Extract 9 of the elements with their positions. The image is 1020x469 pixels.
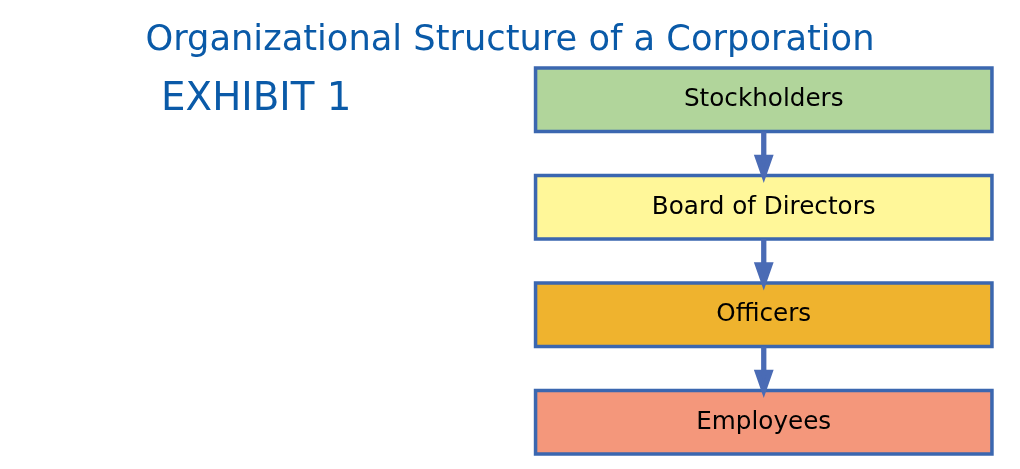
node-box: Stockholders: [533, 66, 994, 134]
node-box: Board of Directors: [533, 173, 994, 241]
node-box: Employees: [533, 388, 994, 456]
label: EXHIBIT 1: [161, 73, 352, 119]
diagram-title: Organizational Structure of a Corporation: [145, 17, 875, 59]
arrow: [753, 346, 774, 399]
node-box: Officers: [533, 281, 994, 349]
arrow: [753, 131, 774, 184]
arrow: [753, 239, 774, 291]
